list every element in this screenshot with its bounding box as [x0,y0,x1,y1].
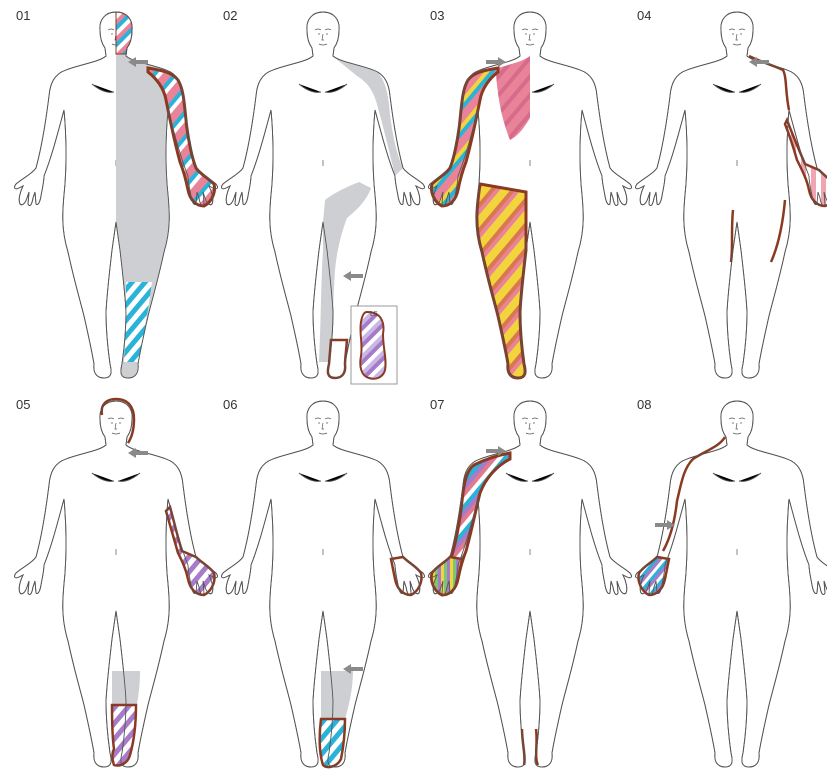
panel-08: 08 [621,389,827,777]
panel-04: 04 [621,0,827,388]
foot-striped-region [360,312,385,379]
body-diagram [621,0,827,388]
panel-02: 02 L5 [207,0,413,388]
body-diagram [0,0,206,388]
body-diagram [621,389,827,777]
panel-01: 01 [0,0,206,388]
body-outline [636,12,827,378]
panel-05: 05 [0,389,206,777]
body-outline [429,401,632,767]
body-diagram: L5 [207,0,413,388]
body-diagram [414,0,620,388]
body-diagram [414,389,620,777]
panel-06: 06 [207,389,413,777]
body-diagram [0,389,206,777]
body-diagram [207,389,413,777]
inset-label: L5 [370,311,378,318]
foot-inset: L5 [351,306,397,384]
panel-07: 07 [414,389,620,777]
panel-03: 03 [414,0,620,388]
left-leg-striped-region [477,184,526,378]
leg-striped-region [124,282,152,362]
foot-border-line [522,729,538,765]
